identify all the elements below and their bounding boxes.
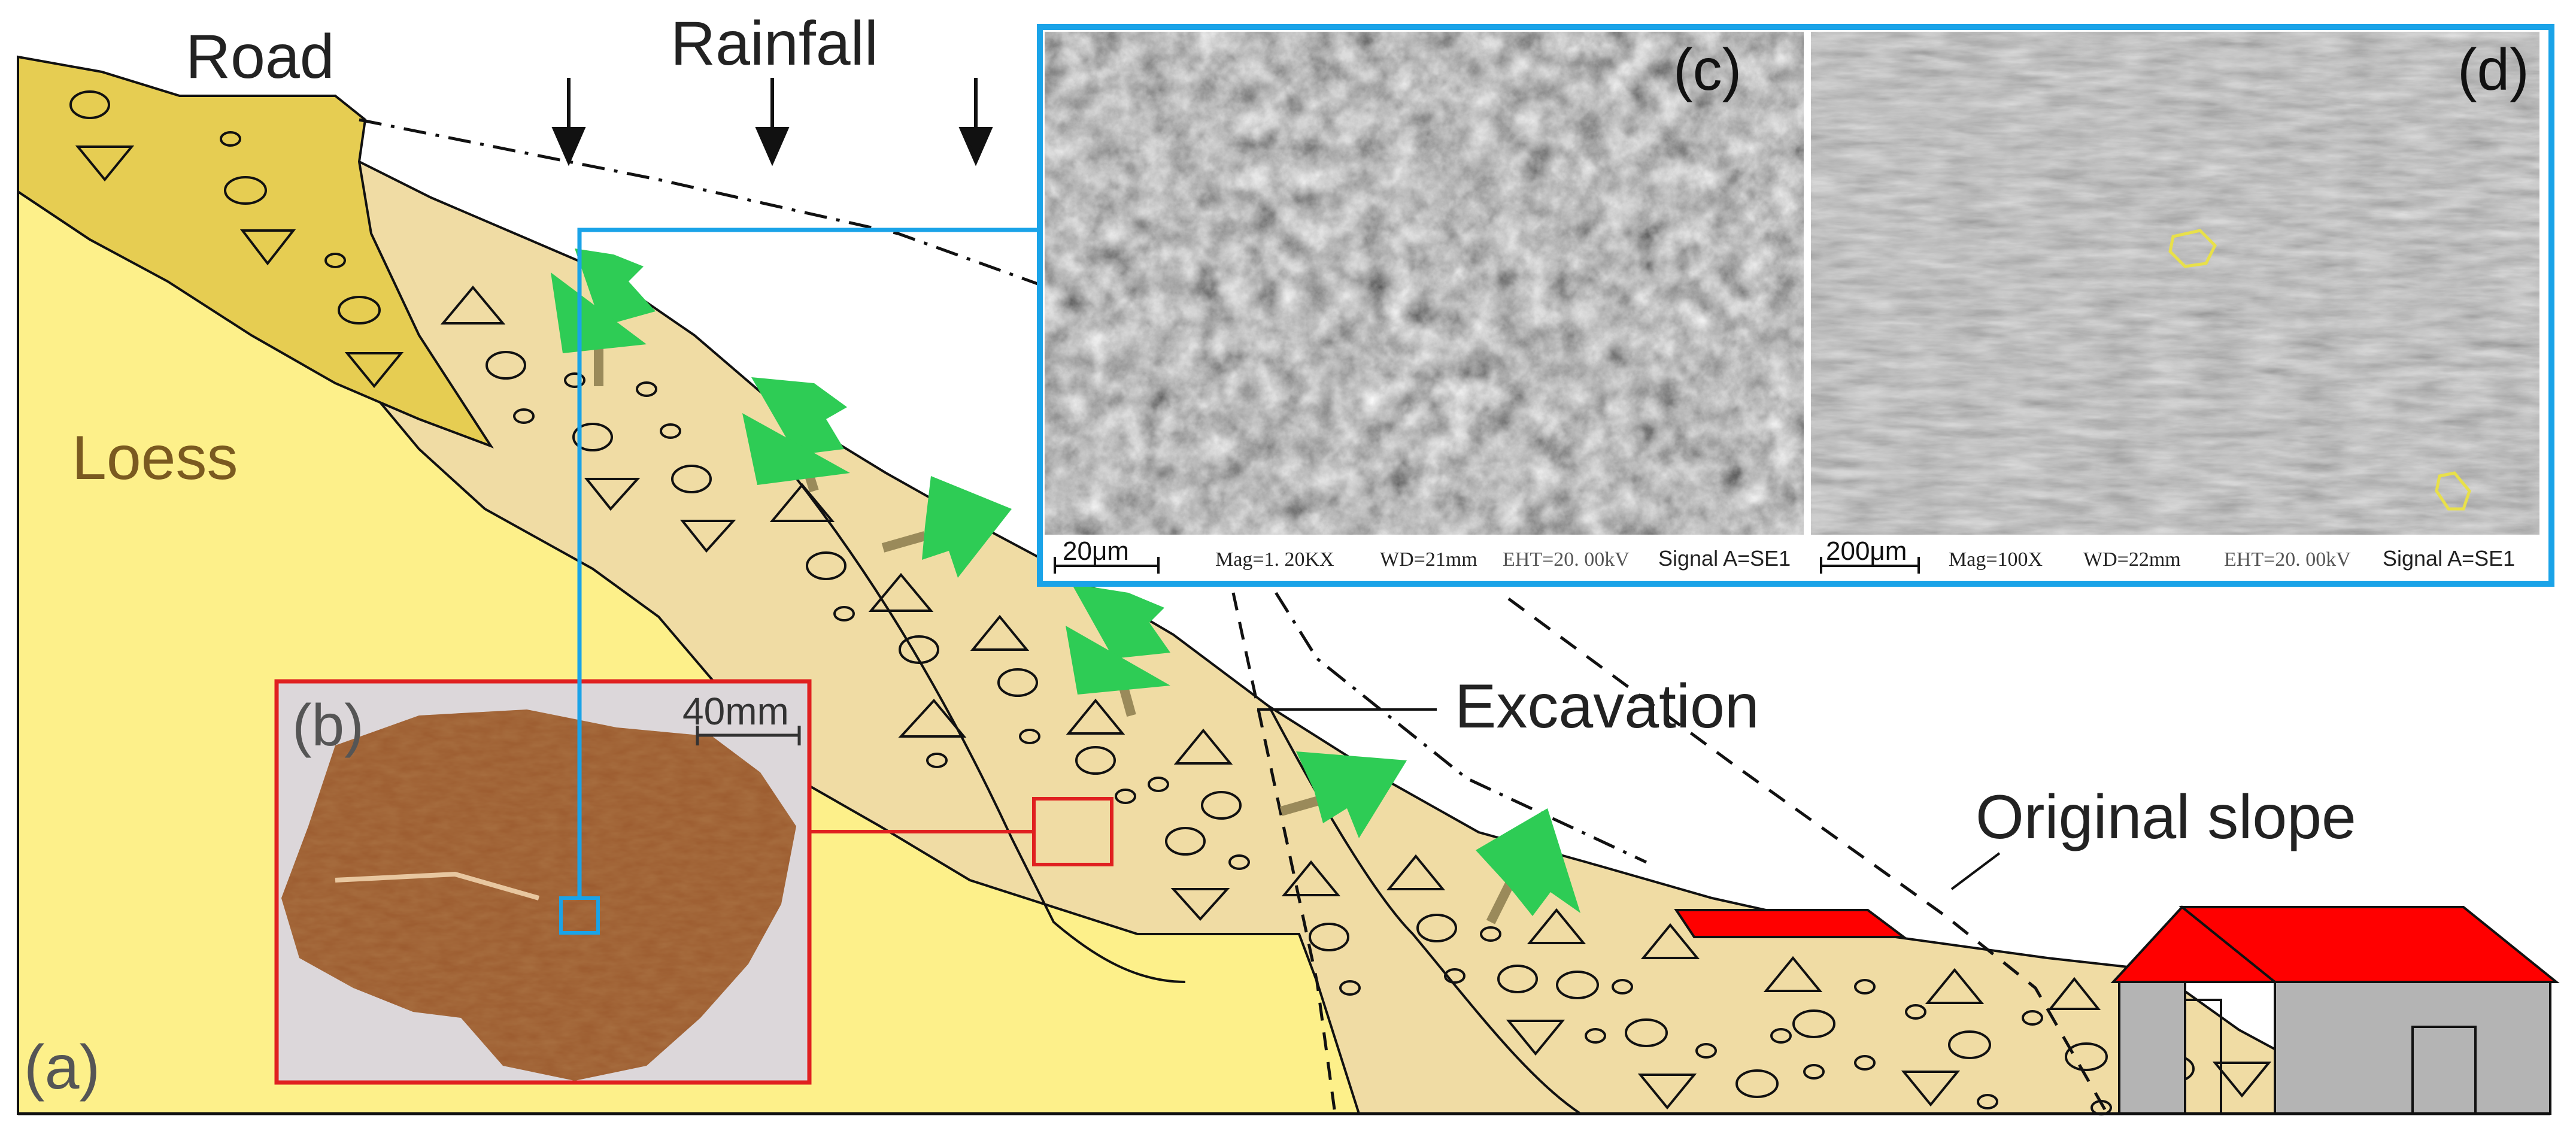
tree-3 bbox=[881, 476, 1012, 578]
excavation-label: Excavation bbox=[1455, 672, 1759, 741]
panel-a-label: (a) bbox=[24, 1033, 100, 1102]
panel-d-label: (d) bbox=[2457, 37, 2529, 102]
rainfall-arrows bbox=[551, 78, 993, 166]
tree-2 bbox=[742, 377, 850, 493]
loess-label: Loess bbox=[72, 423, 238, 493]
sem-d-signal: Signal A=SE1 bbox=[2383, 546, 2515, 571]
original-slope-leader bbox=[1950, 852, 2001, 890]
tree-1 bbox=[551, 248, 656, 386]
tree-4 bbox=[1066, 584, 1170, 717]
house-right bbox=[2110, 905, 2560, 1115]
sem-d-eht: EHT=20. 00kV bbox=[2224, 548, 2351, 571]
scale-b-label: 40mm bbox=[682, 690, 789, 733]
sem-d-wd: WD=22mm bbox=[2083, 548, 2181, 571]
pore-outline-2 bbox=[2435, 471, 2471, 511]
panel-b-photo bbox=[274, 679, 812, 1085]
trees bbox=[551, 248, 1580, 924]
excavation-line bbox=[1231, 592, 1337, 1114]
panel-c-label: (c) bbox=[1673, 37, 1741, 102]
panel-b-label: (b) bbox=[292, 692, 364, 758]
pore-outline-1 bbox=[2168, 229, 2217, 268]
sem-connector bbox=[577, 228, 1042, 898]
house-left bbox=[1674, 909, 1907, 938]
rainfall-label: Rainfall bbox=[670, 9, 878, 78]
sem-c-eht: EHT=20. 00kV bbox=[1503, 548, 1630, 571]
road-label: Road bbox=[186, 22, 335, 92]
sem-panels bbox=[1037, 24, 2554, 587]
tree-5 bbox=[1279, 751, 1407, 838]
original-slope-label: Original slope bbox=[1976, 783, 2356, 852]
sem-c-wd: WD=21mm bbox=[1380, 548, 1477, 571]
sem-d-mag: Mag=100X bbox=[1949, 548, 2043, 571]
sem-c-signal: Signal A=SE1 bbox=[1658, 546, 1791, 571]
tree-6 bbox=[1476, 808, 1580, 924]
sem-c-mag: Mag=1. 20KX bbox=[1215, 548, 1334, 571]
slip-surface-1 bbox=[747, 418, 1186, 983]
deposit-symbols bbox=[69, 90, 2272, 1115]
sem-d-scale: 200μm bbox=[1826, 536, 1907, 566]
sem-c-scale: 20μm bbox=[1063, 536, 1129, 566]
